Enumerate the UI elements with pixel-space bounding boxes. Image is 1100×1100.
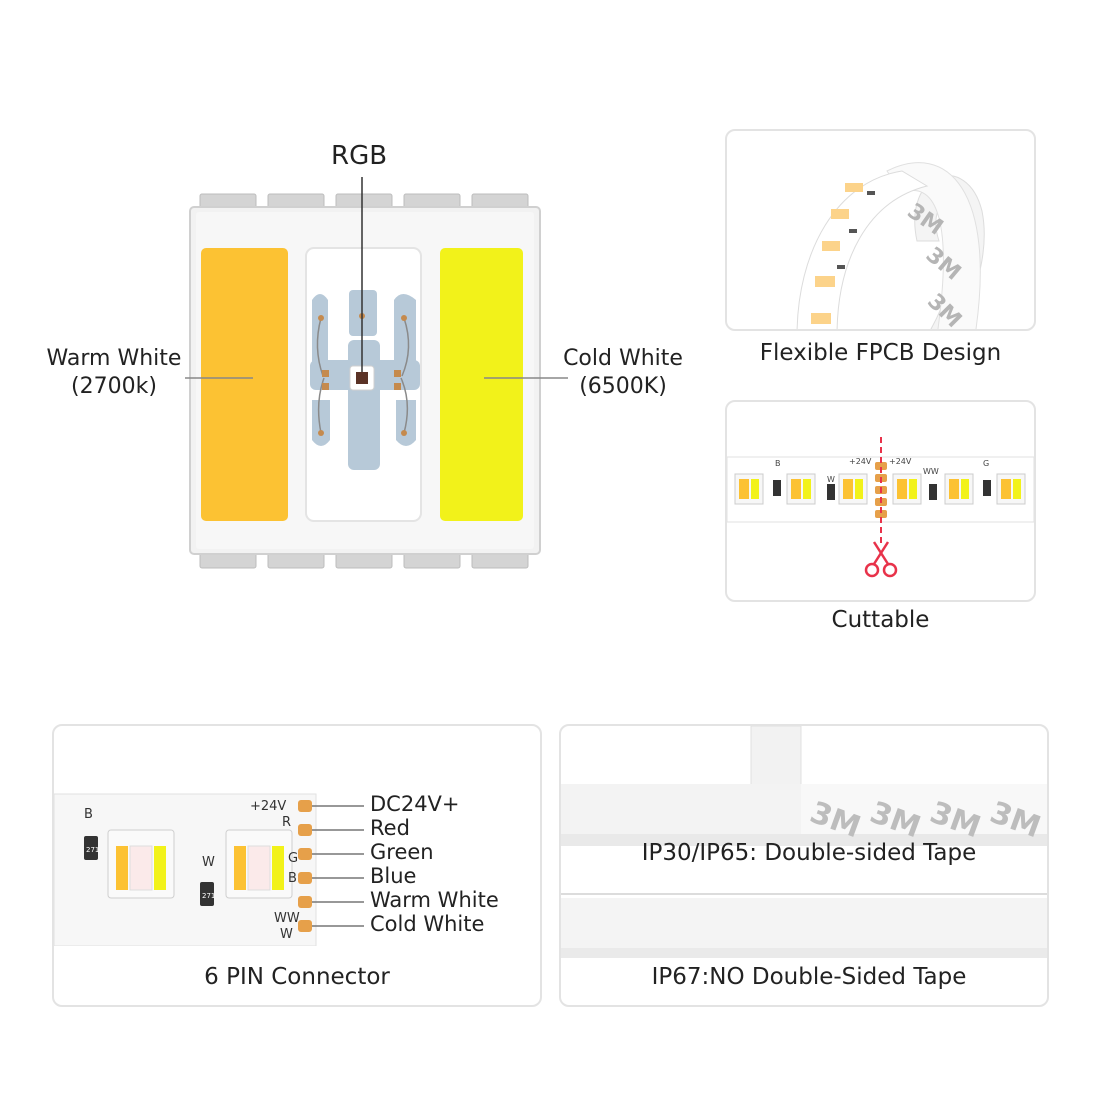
- rgb-die: [356, 372, 368, 384]
- pin-label-dc24v: DC24V+: [370, 792, 460, 816]
- flexible-strip-illustration: 3M 3M 3M: [796, 162, 985, 329]
- warm-white-label: Warm White (2700k): [44, 345, 184, 400]
- cuttable-strip-illustration: B +24V +24V WW W G: [727, 437, 1034, 578]
- rgb-label: RGB: [331, 141, 388, 171]
- led-chip-diagram: RGB Warm White (2700k) Cold White (6500K…: [0, 0, 700, 600]
- strip-label: B: [288, 871, 297, 886]
- flexible-fpcb-caption: Flexible FPCB Design: [759, 340, 1002, 366]
- pad-label: +24V: [849, 457, 872, 466]
- pad-label: B: [775, 459, 781, 468]
- resistor-text: 271: [202, 892, 215, 900]
- tape-caption-top: IP30/IP65: Double-sided Tape: [641, 840, 977, 866]
- tape-illustration: 3M 3M 3M 3M: [561, 726, 1047, 958]
- cuttable-caption: Cuttable: [831, 607, 930, 633]
- connector-card: 271 271 B +24V R W WW W G B: [52, 724, 542, 1007]
- connector-caption: 6 PIN Connector: [204, 964, 390, 990]
- strip-label: R: [282, 815, 291, 830]
- pin-label-blue: Blue: [370, 864, 417, 888]
- tape-caption-bottom: IP67:NO Double-Sided Tape: [651, 964, 967, 990]
- led-chip-illustration: [185, 177, 568, 569]
- resistor-text: 271: [86, 846, 99, 854]
- pad-label: +24V: [889, 457, 912, 466]
- cold-white-temp: (6500K): [579, 373, 667, 399]
- cuttable-card: B +24V +24V WW W G: [725, 400, 1036, 602]
- pin-label-cold-white: Cold White: [370, 912, 485, 936]
- cold-white-label: Cold White (6500K): [560, 345, 686, 400]
- flexible-fpcb-card: 3M 3M 3M: [725, 129, 1036, 331]
- pin-label-green: Green: [370, 840, 434, 864]
- warm-white-temp: (2700k): [71, 373, 157, 399]
- strip-label: G: [288, 851, 298, 866]
- tape-card: 3M 3M 3M 3M: [559, 724, 1049, 1007]
- pin-label-red: Red: [370, 816, 410, 840]
- pad-label: W: [827, 475, 835, 484]
- pad-label: G: [983, 459, 989, 468]
- strip-label: W: [202, 855, 215, 870]
- scissors-icon: [864, 541, 898, 578]
- warm-white-window: [201, 248, 288, 521]
- cold-white-name: Cold White: [563, 346, 683, 371]
- pad-label: WW: [923, 467, 939, 476]
- pin-label-warm-white: Warm White: [370, 888, 499, 912]
- strip-label: +24V: [250, 799, 286, 814]
- strip-label: WW: [274, 911, 300, 926]
- strip-label: W: [280, 927, 293, 942]
- strip-label: B: [84, 807, 93, 822]
- cold-white-window: [440, 248, 523, 521]
- connector-strip-illustration: 271 271 B +24V R W WW W G B: [54, 793, 364, 947]
- warm-white-name: Warm White: [46, 346, 182, 371]
